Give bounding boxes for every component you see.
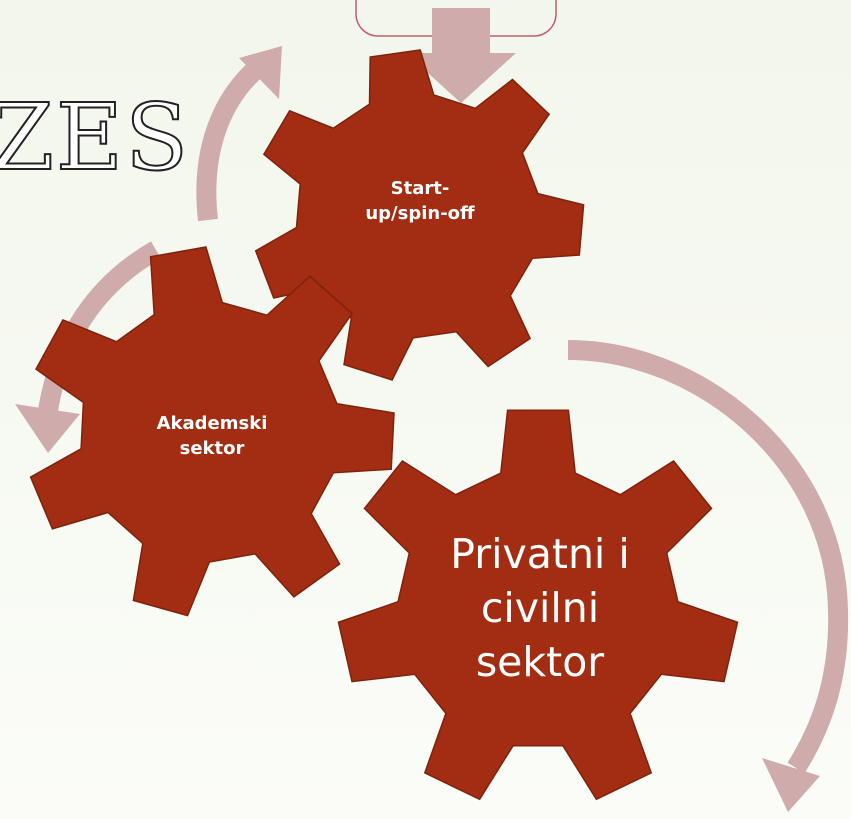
gear-akademski (29, 246, 395, 617)
cycle-arrow-head-right-icon (762, 758, 820, 812)
cycle-arrow-head-left-icon (15, 404, 80, 453)
gear-startup (254, 49, 585, 381)
slide-title-fragment: ZES (0, 84, 191, 191)
cycle-arrow-akademski-to-startup (196, 56, 269, 222)
cycle-arrow-right-curve (567, 340, 849, 774)
gear-label-privatni: Privatni i civilni sektor (450, 530, 630, 686)
cycle-arrow-startup-to-akademski (38, 241, 162, 412)
gear-label-akademski: Akademski sektor (156, 413, 268, 459)
gear-label-startup: Start- up/spin-off (365, 178, 475, 224)
cycle-arrow-head-startup-icon (239, 46, 282, 99)
down-arrow-icon (406, 8, 516, 103)
gear-privatni (337, 409, 739, 801)
